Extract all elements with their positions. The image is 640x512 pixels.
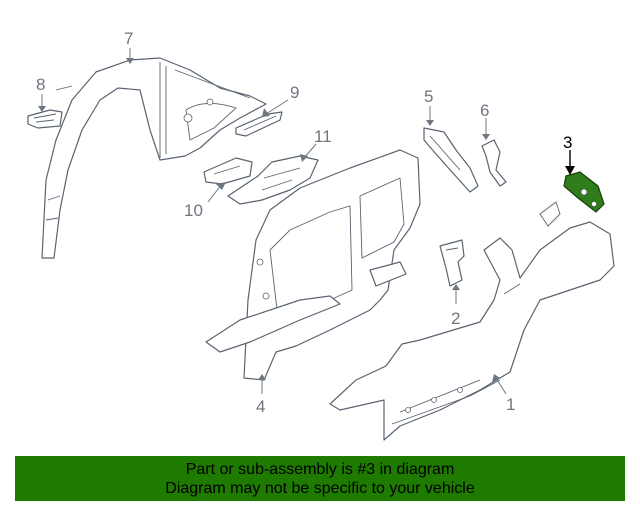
callout-9: 9: [290, 83, 299, 102]
part-1-outer-body-side[interactable]: [329, 201, 615, 441]
part-4-body-side-frame[interactable]: [205, 149, 421, 381]
banner-line-1: Part or sub-assembly is #3 in diagram: [185, 460, 455, 478]
callout-4: 4: [256, 397, 265, 416]
part-6-pillar-piece[interactable]: [481, 139, 507, 187]
part-3-highlighted-bracket[interactable]: [563, 171, 605, 213]
callout-2: 2: [451, 309, 460, 328]
callout-8: 8: [36, 75, 45, 94]
callout-11: 11: [314, 127, 332, 146]
part-8-bracket[interactable]: [27, 109, 63, 129]
part-10-panel-bracket[interactable]: [203, 157, 253, 185]
parts-diagram: 7 8 9 10 11 4 5 6 2 1 3: [27, 29, 615, 441]
banner-line-2: Diagram may not be specific to your vehi…: [165, 479, 475, 497]
callout-1: 1: [506, 395, 515, 414]
part-5-pillar-reinforcement[interactable]: [423, 127, 479, 193]
callout-labels: 7 8 9 10 11 4 5 6 2 1 3: [36, 29, 572, 416]
part-7-quarter-inner-panel[interactable]: [41, 57, 267, 259]
leader-lines: [38, 48, 575, 395]
callout-10: 10: [184, 201, 203, 220]
part-2-pillar-inner[interactable]: [439, 239, 465, 287]
part-11-side-panel[interactable]: [227, 155, 319, 205]
callout-3: 3: [563, 133, 572, 152]
callout-5: 5: [424, 87, 433, 106]
info-banner: Part or sub-assembly is #3 in diagram Di…: [15, 456, 625, 501]
callout-6: 6: [480, 101, 489, 120]
callout-7: 7: [124, 29, 133, 48]
